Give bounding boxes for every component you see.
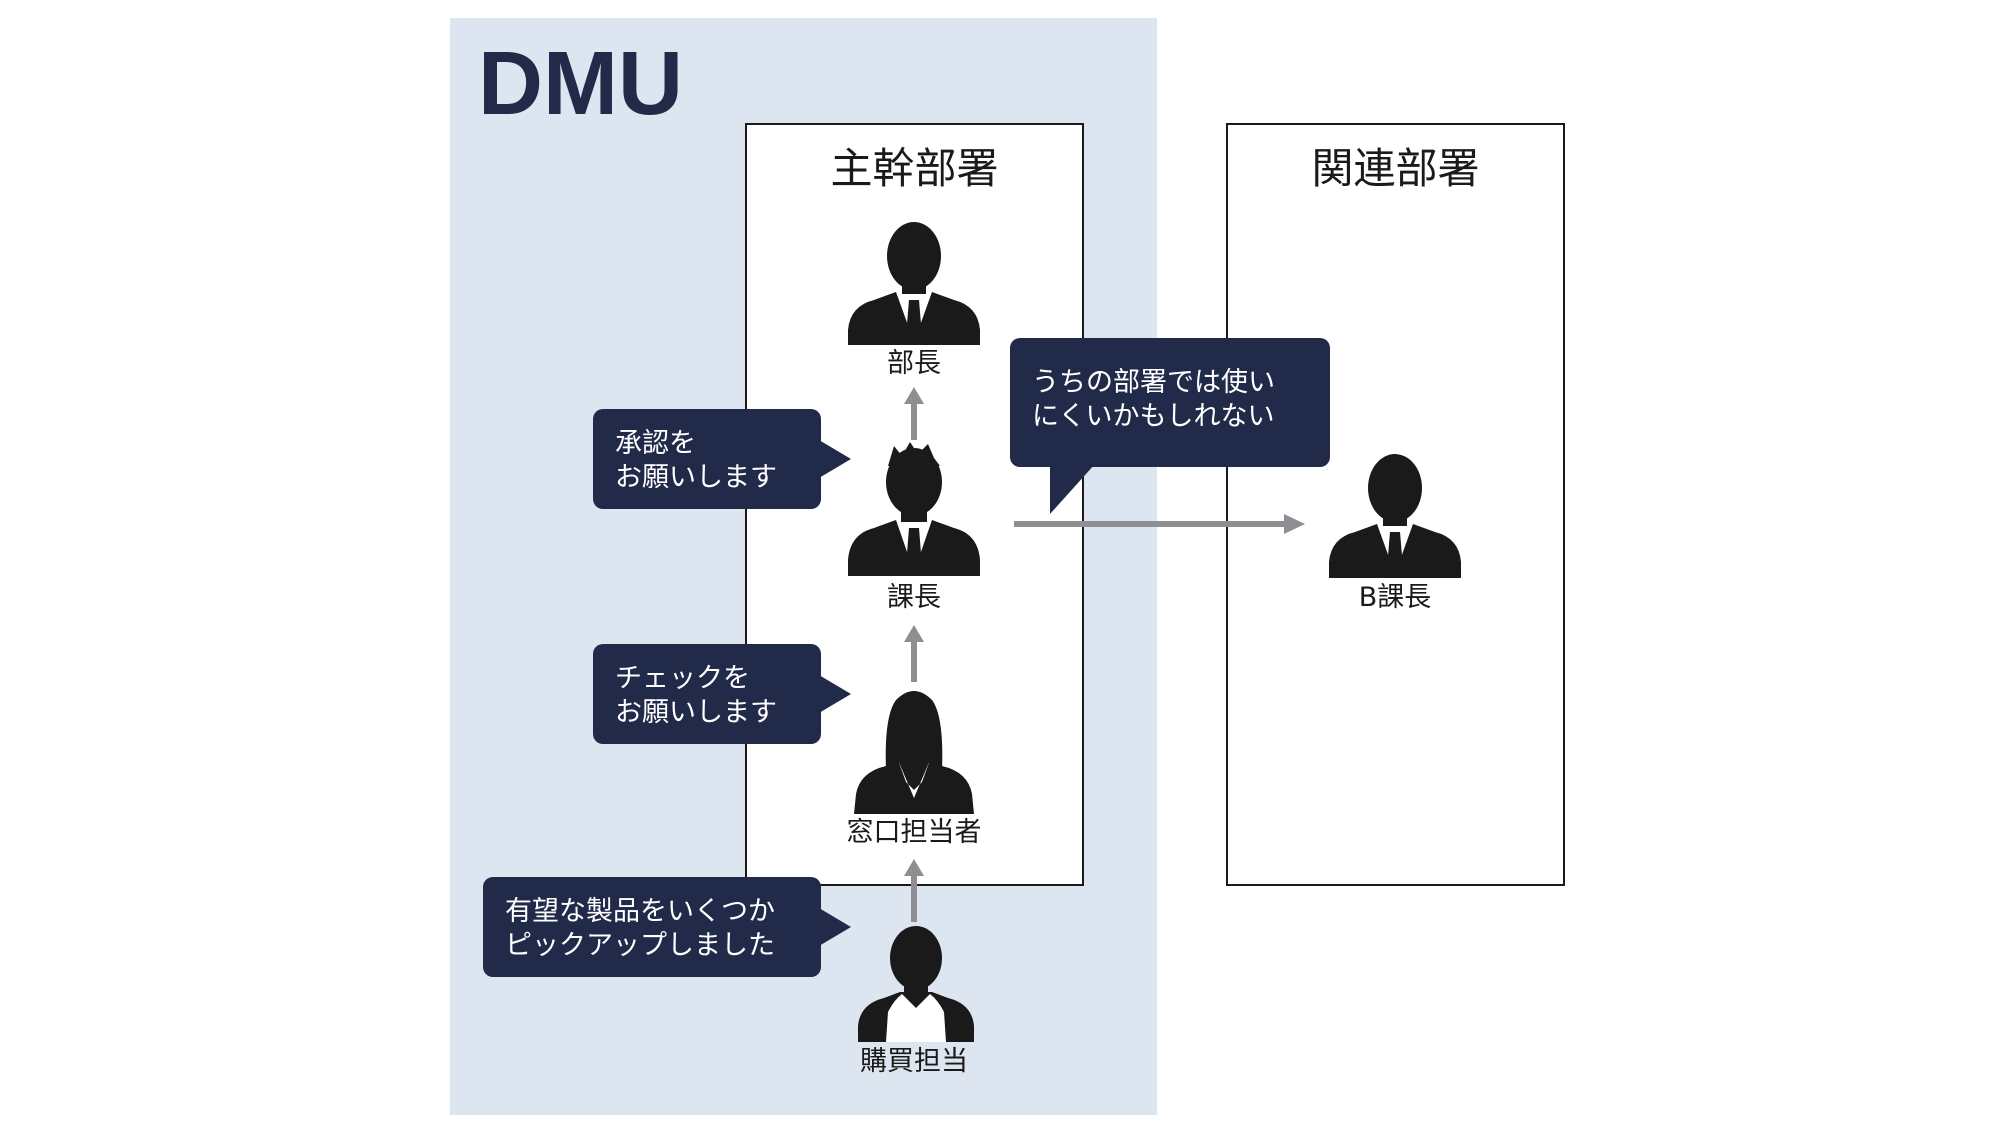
bubble-check-line1: チェックを — [615, 663, 750, 694]
bubble-pickup-tail — [819, 908, 851, 946]
bubble-approval-line1: 承認を — [615, 428, 696, 459]
businessman-icon — [848, 222, 980, 345]
person-kacho-label: 課長 — [887, 582, 941, 613]
bubble-objection: うちの部署では使い にくいかもしれない — [1010, 338, 1330, 467]
bubble-check-line2: お願いします — [615, 697, 777, 728]
arrow-kobai-to-madoguchi — [904, 859, 924, 922]
person-b-kacho-label: B課長 — [1358, 582, 1432, 613]
bubble-pickup-line2: ピックアップしました — [505, 930, 775, 961]
arrow-kacho-to-b-kacho — [1014, 514, 1305, 534]
person-madoguchi — [850, 686, 990, 814]
bubble-pickup: 有望な製品をいくつか ピックアップしました — [483, 877, 821, 977]
person-b-kacho — [1325, 452, 1465, 578]
arrow-madoguchi-to-kacho — [904, 625, 924, 682]
arrow-kacho-to-bucho — [904, 387, 924, 440]
person-kobai — [854, 922, 994, 1042]
person-bucho-label: 部長 — [887, 348, 941, 379]
main-department-title: 主幹部署 — [830, 144, 999, 193]
businesswoman-icon — [854, 691, 974, 814]
bubble-check: チェックを お願いします — [593, 644, 821, 744]
businessman-icon — [848, 442, 980, 576]
bubble-approval: 承認を お願いします — [593, 409, 821, 509]
person-madoguchi-label: 窓口担当者 — [846, 817, 982, 848]
related-department-title: 関連部署 — [1311, 144, 1480, 193]
bubble-objection-line2: にくいかもしれない — [1032, 401, 1275, 432]
person-icon — [858, 926, 974, 1042]
bubble-objection-tail — [1050, 464, 1095, 514]
bubble-objection-line1: うちの部署では使い — [1032, 367, 1275, 398]
bubble-pickup-line1: 有望な製品をいくつか — [505, 896, 775, 927]
person-kobai-label: 購買担当 — [860, 1046, 968, 1077]
bubble-approval-tail — [819, 440, 851, 478]
dmu-title: DMU — [478, 34, 683, 134]
person-kacho — [844, 440, 984, 576]
person-bucho — [844, 220, 984, 345]
bubble-approval-line2: お願いします — [615, 462, 777, 493]
businessman-icon — [1329, 454, 1461, 578]
bubble-check-tail — [819, 675, 851, 713]
